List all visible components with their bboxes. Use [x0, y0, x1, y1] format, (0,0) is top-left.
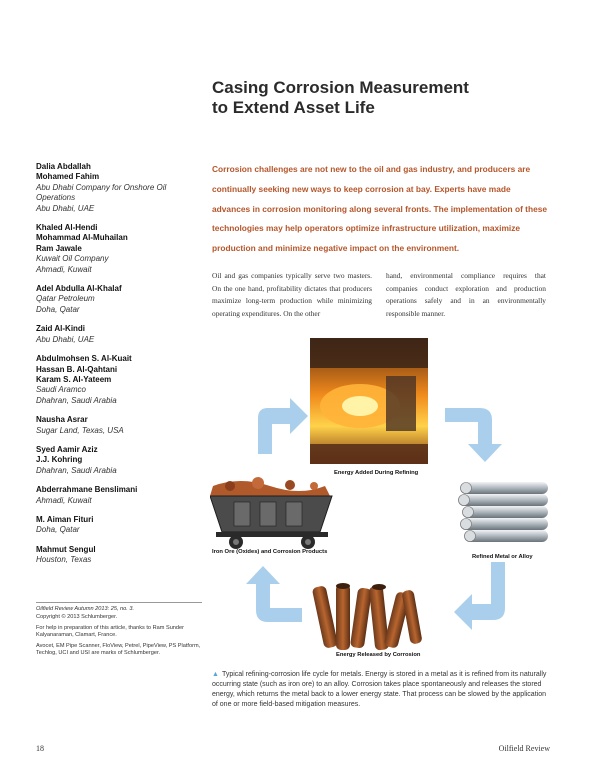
author-name: Mohammad Al-Muhailan	[36, 233, 128, 243]
corrosion-cycle-diagram: Energy Added During Refining Refined Met…	[209, 336, 555, 666]
article-credits: Oilfield Review Autumn 2013: 25, no. 3. …	[36, 602, 202, 658]
author-name: Mahmut Sengul	[36, 544, 96, 554]
rusted-pipes-image	[312, 583, 422, 651]
arrow-up-right	[258, 398, 308, 454]
journal-name: Oilfield Review	[498, 744, 550, 753]
author-affiliation: Abu Dhabi Company for Onshore Oil Operat…	[36, 182, 167, 203]
author-affiliation: Doha, Qatar	[36, 525, 80, 535]
refining-photo	[310, 338, 428, 464]
title-line-2: to Extend Asset Life	[212, 98, 375, 117]
article-title: Casing Corrosion Measurement to Extend A…	[212, 78, 542, 118]
lead-paragraph: Corrosion challenges are not new to the …	[212, 164, 548, 254]
body-column-2: hand, environmental compliance requires …	[386, 271, 546, 318]
body-column-1: Oil and gas companies typically serve tw…	[212, 271, 372, 318]
label-iron-ore: Iron Ore (Oxides) and Corrosion Products	[212, 549, 328, 555]
author-affiliation: Qatar Petroleum	[36, 294, 95, 304]
acknowledgment-line: For help in preparation of this article,…	[36, 624, 184, 639]
pipes-image	[458, 482, 548, 542]
caption-text: Typical refining-corrosion life cycle fo…	[212, 671, 547, 708]
author-affiliation: Dhahran, Saudi Arabia	[36, 465, 117, 475]
author-affiliation: Saudi Aramco	[36, 385, 86, 395]
copyright-line: Copyright © 2013 Schlumberger.	[36, 614, 118, 621]
trademark-line: Avocet, EM Pipe Scanner, FloView, Petrel…	[36, 642, 201, 657]
author-affiliation: Abu Dhabi, UAE	[36, 334, 95, 344]
figure-caption: ▲Typical refining-corrosion life cycle f…	[212, 670, 552, 710]
citation-line: Oilfield Review Autumn 2013: 25, no. 3.	[36, 606, 135, 612]
author-affiliation: Ahmadi, Kuwait	[36, 264, 92, 274]
arrow-up-left	[246, 566, 302, 622]
label-energy-released: Energy Released by Corrosion	[336, 652, 421, 658]
title-line-1: Casing Corrosion Measurement	[212, 78, 469, 97]
author-name: Ram Jawale	[36, 243, 82, 253]
author-affiliation: Houston, Texas	[36, 555, 92, 565]
arrow-down-left	[454, 562, 505, 630]
cycle-arrows	[246, 398, 505, 630]
author-name: Karam S. Al-Yateem	[36, 374, 112, 384]
author-name: Hassan B. Al-Qahtani	[36, 364, 118, 374]
arrow-down-right	[445, 408, 502, 462]
author-name: J.J. Kohring	[36, 455, 83, 465]
author-name: Khaled Al-Hendi	[36, 223, 98, 233]
author-name: Nausha Asrar	[36, 415, 88, 425]
author-name: Zaid Al-Kindi	[36, 324, 86, 334]
ore-cart-image	[209, 477, 333, 549]
author-affiliation: Doha, Qatar	[36, 304, 80, 314]
caption-marker-icon: ▲	[212, 671, 219, 678]
author-name: Dalia Abdallah	[36, 162, 91, 171]
author-affiliation: Ahmadi, Kuwait	[36, 495, 92, 505]
author-affiliation: Kuwait Oil Company	[36, 254, 109, 264]
author-name: Abderrahmane Benslimani	[36, 485, 138, 495]
cycle-illustration	[209, 338, 548, 651]
author-affiliation: Abu Dhabi, UAE	[36, 203, 95, 213]
author-name: Mohamed Fahim	[36, 172, 100, 182]
label-refined-metal: Refined Metal or Alloy	[472, 554, 533, 560]
author-name: Adel Abdulla Al-Khalaf	[36, 284, 122, 294]
author-name: Abdulmohsen S. Al-Kuait	[36, 354, 132, 364]
author-affiliation: Sugar Land, Texas, USA	[36, 425, 124, 435]
label-energy-added: Energy Added During Refining	[334, 470, 419, 476]
page-number: 18	[36, 744, 44, 753]
author-affiliation: Dhahran, Saudi Arabia	[36, 395, 117, 405]
author-name: M. Aiman Fituri	[36, 514, 94, 524]
author-name: Syed Aamir Aziz	[36, 444, 98, 454]
